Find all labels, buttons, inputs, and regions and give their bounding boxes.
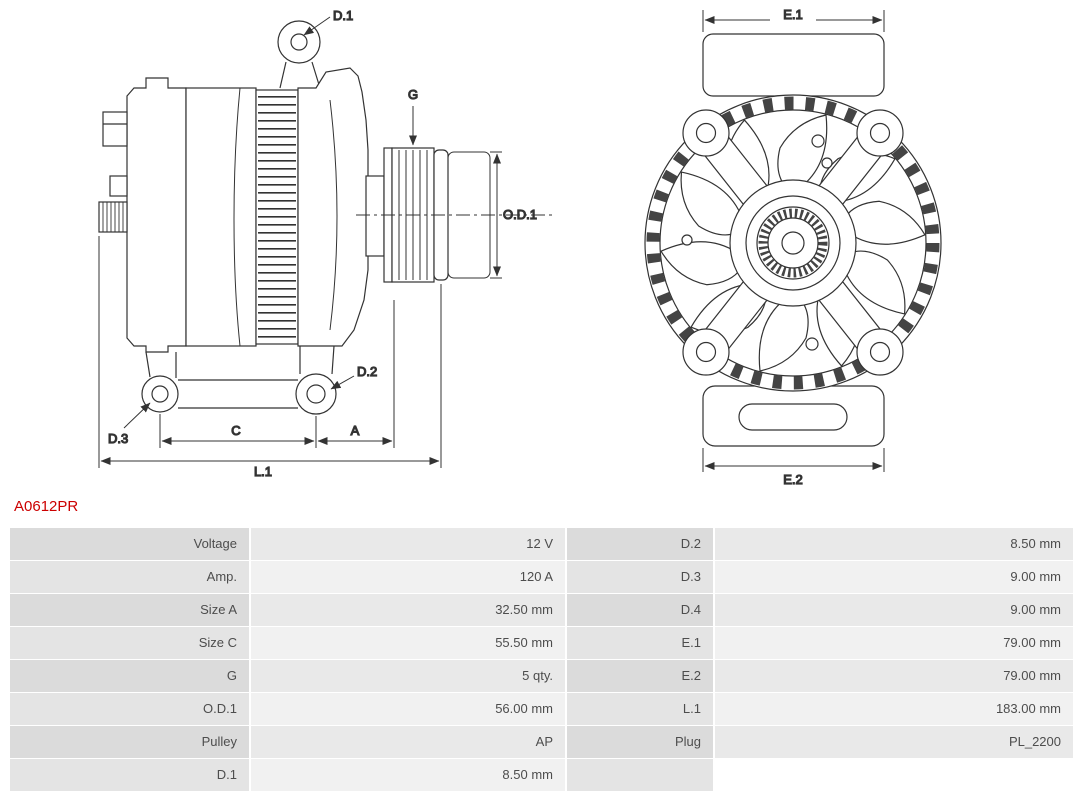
spec-value: 183.00 mm: [715, 693, 1073, 725]
spec-value: 9.00 mm: [715, 594, 1073, 626]
table-row: D.1 8.50 mm: [10, 759, 1073, 791]
rear-housing: [98, 77, 187, 353]
spec-label: E.1: [567, 627, 713, 659]
dim-l1: L.1: [98, 236, 442, 480]
spec-label: Size C: [10, 627, 249, 659]
dim-label-c: C: [231, 423, 240, 438]
dim-a: A: [317, 300, 395, 448]
top-bracket: [702, 33, 885, 97]
spec-label: Pulley: [10, 726, 249, 758]
spec-label: Plug: [567, 726, 713, 758]
dim-label-d1: D.1: [333, 8, 353, 23]
spec-value: 55.50 mm: [251, 627, 565, 659]
table-row: O.D.1 56.00 mm L.1 183.00 mm: [10, 693, 1073, 725]
front-view: E.1 E.2: [644, 6, 942, 488]
dim-label-e1: E.1: [783, 7, 803, 22]
pulley-hub: [729, 179, 857, 307]
spec-label: Size A: [10, 594, 249, 626]
pulley: [356, 147, 556, 283]
spec-value: PL_2200: [715, 726, 1073, 758]
table-row: Size A 32.50 mm D.4 9.00 mm: [10, 594, 1073, 626]
spec-value: 8.50 mm: [715, 528, 1073, 560]
spec-label: O.D.1: [10, 693, 249, 725]
spec-label: Voltage: [10, 528, 249, 560]
spec-label: Amp.: [10, 561, 249, 593]
spec-label: D.3: [567, 561, 713, 593]
bottom-bracket: [702, 385, 885, 447]
dim-label-l1: L.1: [254, 464, 272, 479]
spec-value: 5 qty.: [251, 660, 565, 692]
side-view: D.1 G O.D.1 D.2 D.3: [98, 7, 556, 480]
dim-d1: D.1: [303, 7, 354, 36]
table-row: Size C 55.50 mm E.1 79.00 mm: [10, 627, 1073, 659]
dim-d3: D.3: [107, 402, 151, 447]
mounting-feet: [141, 345, 337, 415]
spec-label: D.2: [567, 528, 713, 560]
spec-value: 8.50 mm: [251, 759, 565, 791]
spec-value: 12 V: [251, 528, 565, 560]
housing-bolts: [681, 134, 833, 351]
spec-value: 9.00 mm: [715, 561, 1073, 593]
table-row: G 5 qty. E.2 79.00 mm: [10, 660, 1073, 692]
dim-c: C: [159, 414, 317, 448]
dim-label-g: G: [408, 87, 418, 102]
dim-od1: O.D.1: [490, 151, 538, 279]
mounting-ear: [277, 20, 321, 89]
table-row: Pulley AP Plug PL_2200: [10, 726, 1073, 758]
spec-label: D.1: [10, 759, 249, 791]
spec-value: 120 A: [251, 561, 565, 593]
table-row: Amp. 120 A D.3 9.00 mm: [10, 561, 1073, 593]
dim-label-d3: D.3: [108, 431, 128, 446]
spec-value: 79.00 mm: [715, 627, 1073, 659]
spec-value: [715, 759, 1073, 791]
dim-label-d2: D.2: [357, 364, 377, 379]
spec-label: L.1: [567, 693, 713, 725]
alternator-technical-drawing: D.1 G O.D.1 D.2 D.3: [98, 6, 942, 488]
dim-e1: E.1: [702, 6, 885, 32]
spec-value: 79.00 mm: [715, 660, 1073, 692]
part-number: A0612PR: [14, 498, 79, 515]
spec-label: [567, 759, 713, 791]
dim-label-a: A: [351, 423, 360, 438]
bolt-lugs: [682, 109, 904, 376]
spec-label: G: [10, 660, 249, 692]
dim-label-od1: O.D.1: [503, 207, 537, 222]
dim-label-e2: E.2: [783, 472, 803, 487]
spec-value: 56.00 mm: [251, 693, 565, 725]
cooling-fins: [255, 89, 299, 345]
spec-value: 32.50 mm: [251, 594, 565, 626]
dim-g: G: [407, 86, 419, 146]
spec-table: Voltage 12 V D.2 8.50 mm Amp. 120 A D.3 …: [10, 528, 1073, 792]
spec-label: E.2: [567, 660, 713, 692]
spec-label: D.4: [567, 594, 713, 626]
spec-value: AP: [251, 726, 565, 758]
dim-d2: D.2: [330, 363, 378, 390]
stator-body: [185, 87, 257, 347]
front-housing: [297, 67, 369, 347]
dim-e2: E.2: [702, 448, 885, 488]
table-row: Voltage 12 V D.2 8.50 mm: [10, 528, 1073, 560]
